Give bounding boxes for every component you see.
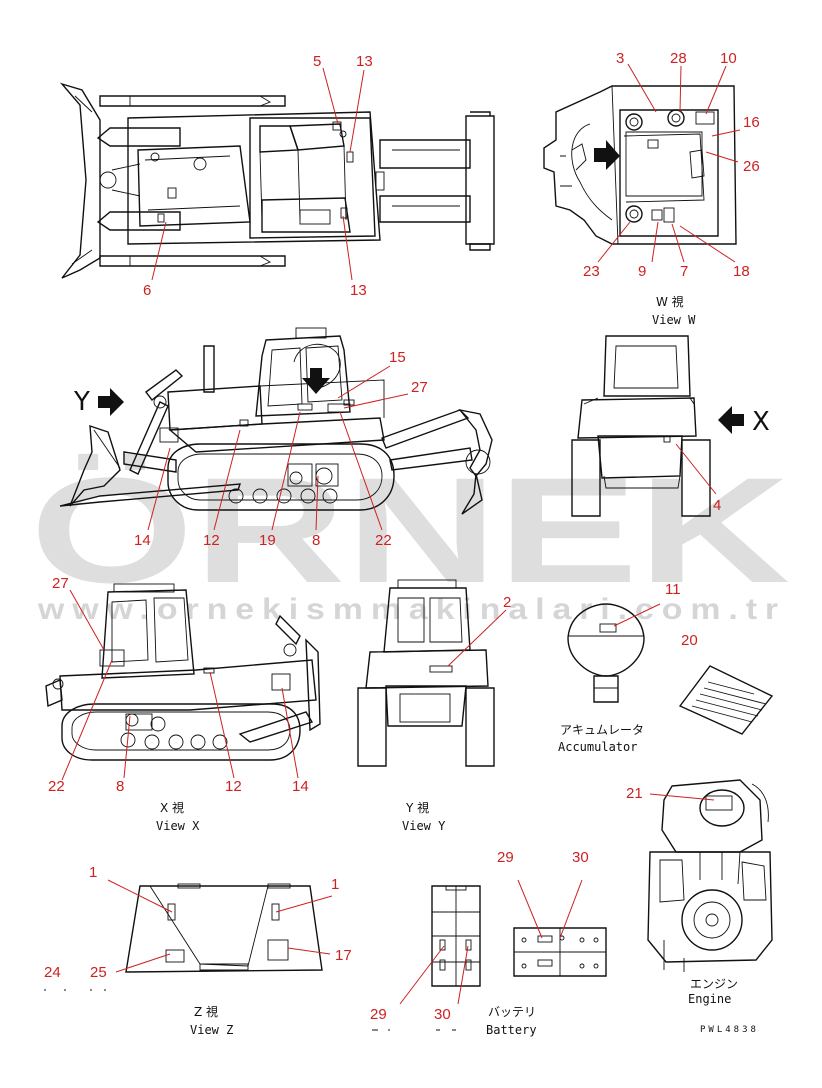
rear-view-callouts: 4 [675,443,721,514]
callout-30-bottom: 30 [434,1006,451,1023]
callout-16: 16 [743,114,760,131]
accumulator-callouts: 11 アキュムレータ Accumulator [558,581,681,754]
caption-view-w: View W [652,313,696,327]
sheet-callouts: 20 [681,632,698,649]
callout-20: 20 [681,632,698,649]
callout-13-bottom: 13 [350,282,367,299]
callout-9: 9 [638,263,646,280]
caption-view-x-jp: X 視 [160,800,184,815]
callout-14-side: 14 [134,532,151,549]
side-view-callouts: 15 27 14 12 19 8 22 [134,349,428,549]
rear-view-drawing: X [571,335,770,517]
callout-11: 11 [665,581,681,598]
sheet-drawing [678,665,774,735]
view-marker-y: Y [73,387,90,417]
callout-30-top: 30 [572,849,589,866]
view-y-callouts: 2 Y 視 View Y [402,594,511,833]
engine-callouts: 21 エンジン Engine [626,785,738,1006]
callout-1-left: 1 [89,864,97,881]
top-plan-callouts: 5 13 13 6 [143,53,373,299]
view-w-callouts: 3 28 10 16 26 23 9 7 18 W 視 View W [583,50,760,327]
view-marker-x: X [752,407,770,437]
view-z-drawing [44,883,323,991]
callout-29-top: 29 [497,849,514,866]
callout-24: 24 [44,964,61,981]
caption-accumulator: Accumulator [558,740,637,754]
callout-8-side: 8 [312,532,320,549]
callout-3: 3 [616,50,624,67]
watermark-url: www.ornekismmakinalari.com.tr [37,593,786,626]
watermark: ÖRNEK www.ornekismmakinalari.com.tr [30,446,790,626]
top-plan-view [59,82,495,279]
caption-engine: Engine [688,992,731,1006]
callout-23: 23 [583,263,600,280]
callout-26: 26 [743,158,760,175]
callout-7: 7 [680,263,688,280]
caption-view-y: View Y [402,819,446,833]
battery-callouts: 29 30 29 30 バッテリ Battery [370,849,589,1037]
accumulator-drawing [567,603,645,703]
view-w-drawing [543,85,737,245]
callout-15: 15 [389,349,406,366]
callout-12-side: 12 [203,532,220,549]
callout-12-x: 12 [225,778,242,795]
callout-13-top: 13 [356,53,373,70]
callout-22-side: 22 [375,532,392,549]
callout-1-right: 1 [331,876,339,893]
callout-4: 4 [713,497,721,514]
engine-drawing [647,779,773,972]
caption-view-z-jp: Z 視 [194,1004,218,1019]
view-z-callouts: 1 1 24 25 17 Z 視 View Z [44,864,352,1037]
view-x-drawing [45,583,321,761]
view-x-callouts: 27 22 8 12 14 X 視 View X [48,575,309,833]
caption-battery: Battery [486,1023,537,1037]
callout-8-x: 8 [116,778,124,795]
callout-14-x: 14 [292,778,309,795]
caption-battery-jp: バッテリ [488,1005,536,1019]
battery-drawing [431,885,607,987]
caption-view-y-jp: Y 視 [405,800,429,815]
watermark-brand: ÖRNEK [30,446,790,614]
caption-view-w-jp: W 視 [656,294,684,309]
caption-engine-jp: エンジン [690,977,738,991]
callout-19: 19 [259,532,276,549]
caption-accumulator-jp: アキュムレータ [560,723,644,737]
callout-27-side: 27 [411,379,428,396]
callout-21: 21 [626,785,643,802]
callout-10: 10 [720,50,737,67]
callout-2: 2 [503,594,511,611]
callout-25: 25 [90,964,107,981]
callout-27-x: 27 [52,575,69,592]
view-y-drawing [357,579,495,767]
callout-18: 18 [733,263,750,280]
side-view-drawing: Y [59,327,493,515]
callout-17: 17 [335,947,352,964]
callout-6: 6 [143,282,151,299]
drawing-code: PWL4838 [700,1025,759,1035]
callout-29-bottom: 29 [370,1006,387,1023]
caption-view-x: View X [156,819,200,833]
callout-22-x: 22 [48,778,65,795]
callout-28: 28 [670,50,687,67]
callout-5: 5 [313,53,321,70]
caption-view-z: View Z [190,1023,233,1037]
